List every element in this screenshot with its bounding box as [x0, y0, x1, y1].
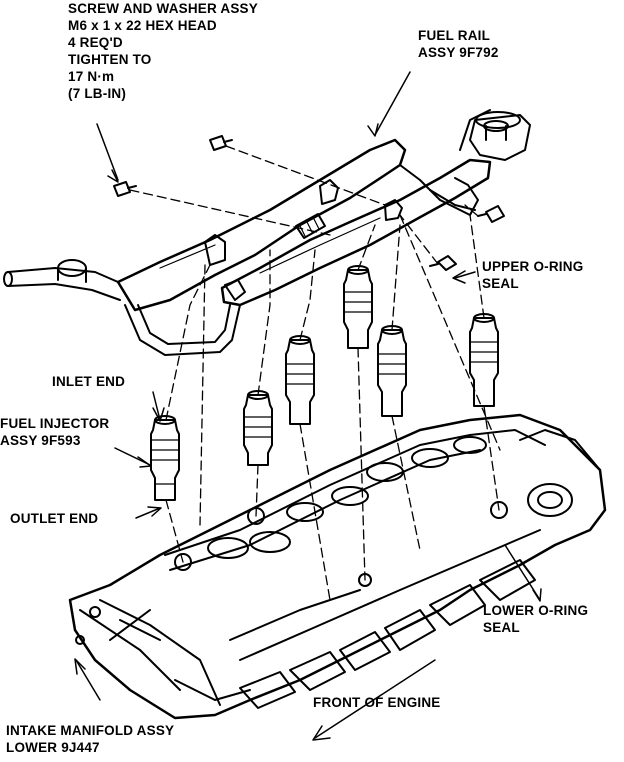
fuel-rail-label: FUEL RAIL ASSY 9F792 — [418, 27, 499, 61]
fuel-injector-label: FUEL INJECTOR ASSY 9F593 — [0, 415, 109, 449]
screw-label-line-5: 17 N·m — [68, 69, 115, 84]
outlet-end-label-text: OUTLET END — [10, 511, 99, 526]
alignment-lines — [129, 145, 501, 601]
lower-oring-label: LOWER O-RING SEAL — [483, 602, 588, 636]
lower-oring-label-line-1: LOWER O-RING — [483, 603, 589, 618]
screw-label-line-2: M6 x 1 x 22 HEX HEAD — [68, 18, 217, 33]
screw-label-line-1: SCREW AND WASHER ASSY — [68, 1, 258, 16]
intake-manifold-label: INTAKE MANIFOLD ASSY LOWER 9J447 — [6, 722, 174, 756]
screw-label-line-3: 4 REQ'D — [68, 35, 123, 50]
outlet-end-label: OUTLET END — [10, 510, 98, 527]
screw-label-line-4: TIGHTEN TO — [68, 52, 152, 67]
fuel-injector-label-line-1: FUEL INJECTOR — [0, 416, 110, 431]
intake-manifold-drawing — [68, 413, 607, 720]
injectors-drawing — [150, 265, 499, 501]
fuel-rail-label-line-2: ASSY 9F792 — [418, 45, 499, 60]
front-of-engine-arrow — [312, 659, 436, 741]
inlet-end-label-text: INLET END — [52, 374, 126, 389]
screw-label-line-6: (7 LB-IN) — [68, 86, 127, 101]
intake-manifold-label-line-2: LOWER 9J447 — [6, 740, 100, 755]
fuel-rail-drawing — [3, 109, 531, 356]
lower-oring-label-line-2: SEAL — [483, 620, 520, 635]
front-of-engine-label-text: FRONT OF ENGINE — [313, 695, 441, 710]
upper-oring-label-line-2: SEAL — [482, 276, 519, 291]
upper-oring-label-line-1: UPPER O-RING — [482, 259, 584, 274]
fuel-rail-label-line-1: FUEL RAIL — [418, 28, 491, 43]
front-of-engine-label: FRONT OF ENGINE — [313, 694, 441, 711]
leader-lines — [74, 71, 542, 701]
upper-oring-label: UPPER O-RING SEAL — [482, 258, 583, 292]
screw-washer-label: SCREW AND WASHER ASSY M6 x 1 x 22 HEX HE… — [68, 0, 258, 102]
inlet-end-label: INLET END — [52, 373, 125, 390]
fuel-injector-label-line-2: ASSY 9F593 — [0, 433, 81, 448]
intake-manifold-label-line-1: INTAKE MANIFOLD ASSY — [6, 723, 175, 738]
